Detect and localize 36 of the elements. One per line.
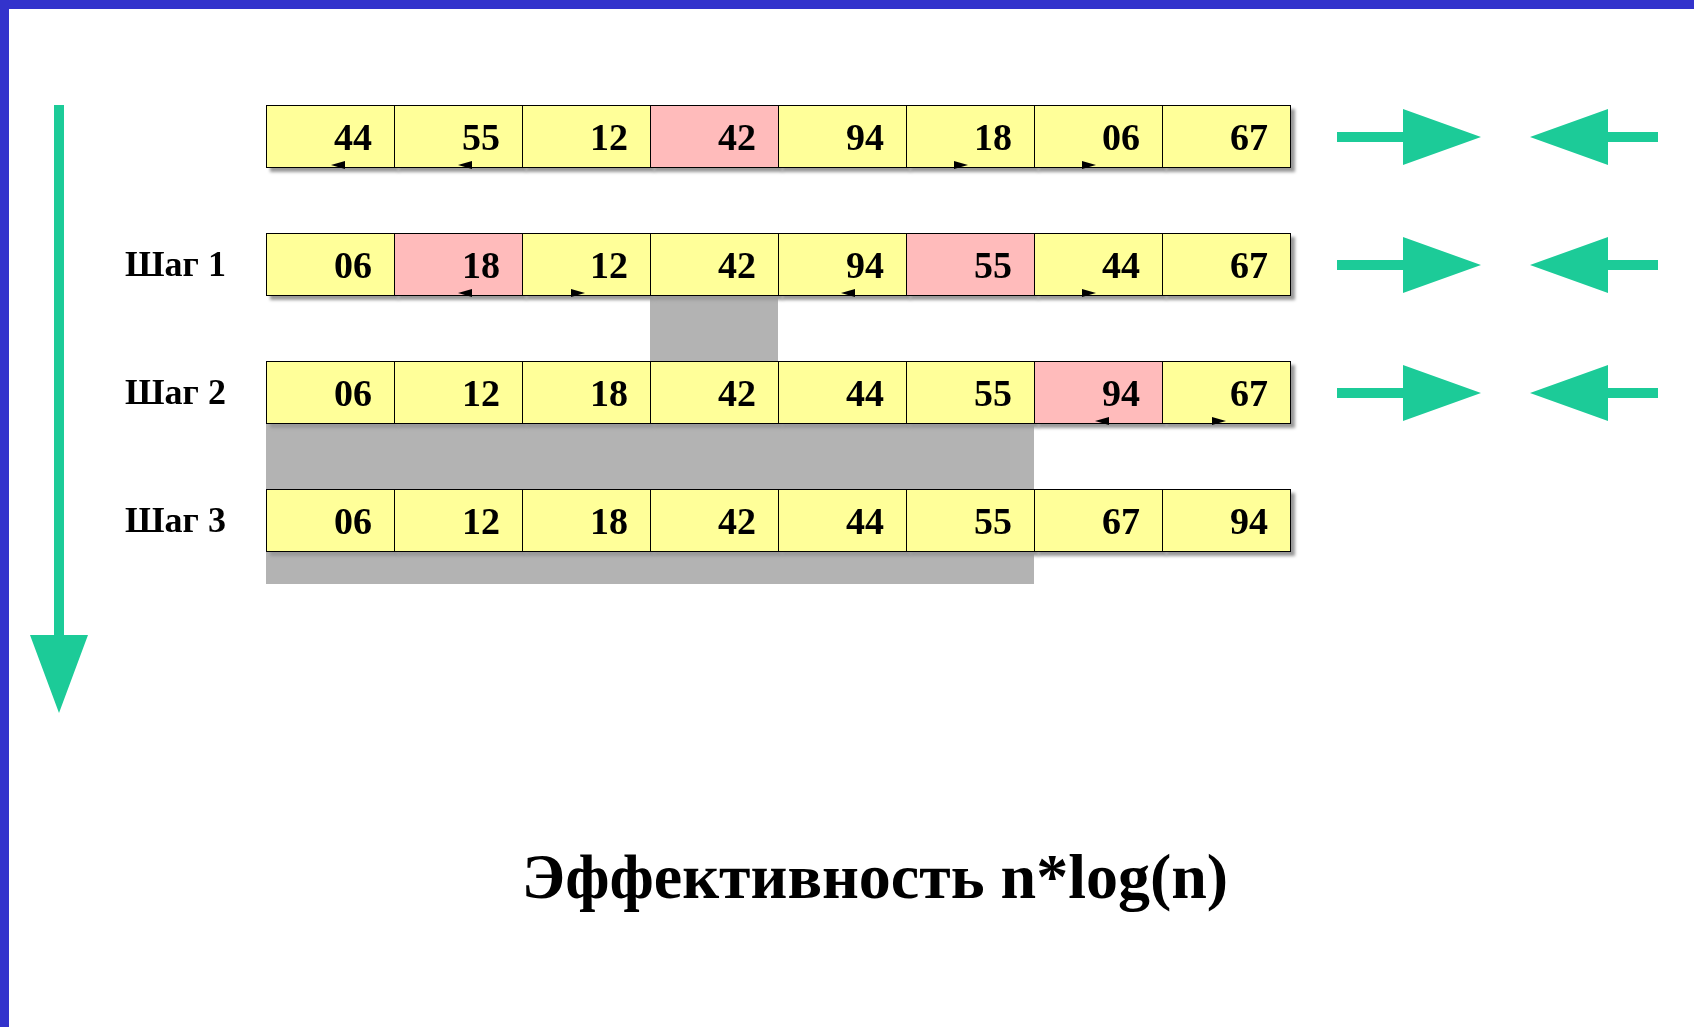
number-cell: 94 [778, 105, 907, 168]
number-cell: 42 [650, 105, 779, 168]
number-cell: 44 [778, 361, 907, 424]
number-cell: 55 [906, 233, 1035, 296]
number-cell: 44 [266, 105, 395, 168]
number-cell: 06 [266, 361, 395, 424]
number-cell: 18 [394, 233, 523, 296]
step-label: Шаг 3 [125, 499, 226, 541]
number-cell: 42 [650, 361, 779, 424]
number-cell: 94 [778, 233, 907, 296]
number-cell: 42 [650, 233, 779, 296]
number-cell: 67 [1162, 233, 1291, 296]
step-label: Шаг 2 [125, 371, 226, 413]
number-cell: 12 [522, 105, 651, 168]
caption: Эффективность n*log(n) [520, 840, 1230, 914]
number-cell: 06 [266, 233, 395, 296]
number-cell: 67 [1162, 361, 1291, 424]
number-cell: 94 [1162, 489, 1291, 552]
number-cell: 55 [394, 105, 523, 168]
number-cell: 67 [1034, 489, 1163, 552]
number-cell: 94 [1034, 361, 1163, 424]
number-cell: 18 [906, 105, 1035, 168]
number-cell: 12 [394, 489, 523, 552]
number-cell: 55 [906, 361, 1035, 424]
number-cell: 44 [778, 489, 907, 552]
number-cell: 67 [1162, 105, 1291, 168]
number-cell: 12 [522, 233, 651, 296]
number-cell: 18 [522, 489, 651, 552]
number-cell: 06 [266, 489, 395, 552]
number-cell: 06 [1034, 105, 1163, 168]
number-cell: 18 [522, 361, 651, 424]
number-cell: 42 [650, 489, 779, 552]
number-cell: 55 [906, 489, 1035, 552]
number-cell: 44 [1034, 233, 1163, 296]
step-label: Шаг 1 [125, 243, 226, 285]
number-cell: 12 [394, 361, 523, 424]
